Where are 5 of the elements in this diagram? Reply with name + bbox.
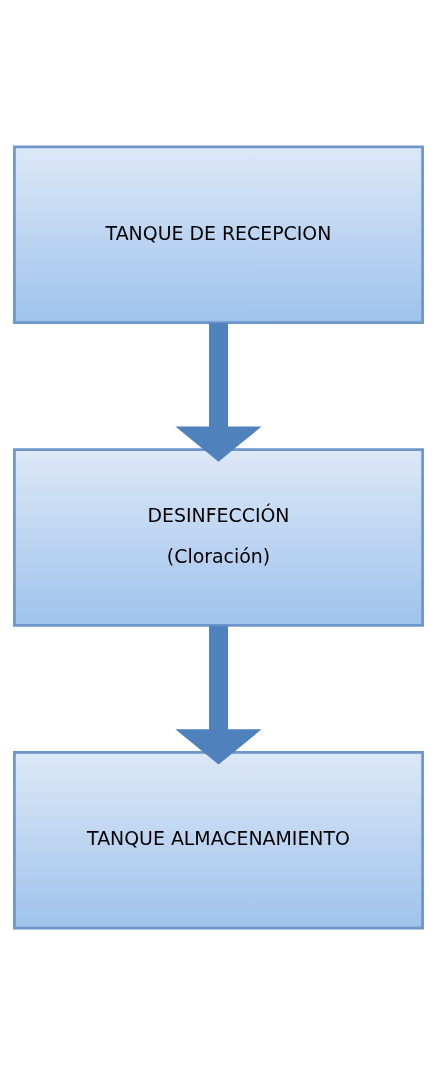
node-box: DESINFECCIÓN (Cloración)	[12, 448, 424, 627]
arrow	[174, 625, 262, 765]
node-box: TANQUE ALMACENAMIENTO	[12, 751, 424, 930]
arrow	[174, 322, 262, 462]
node-box: TANQUE DE RECEPCION	[12, 145, 424, 324]
